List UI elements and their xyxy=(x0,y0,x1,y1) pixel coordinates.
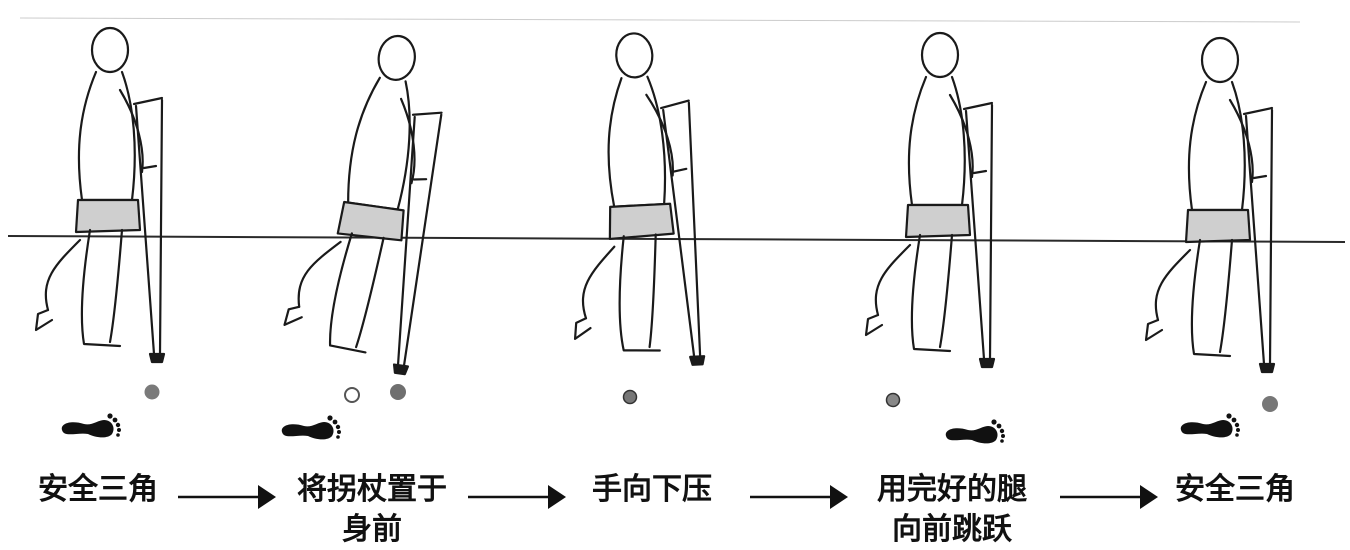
crutch-dot-icon xyxy=(1262,396,1278,412)
crutch-dot-icon xyxy=(390,384,406,400)
step-2-line-2: 身前 xyxy=(342,512,402,547)
step-4-label: 用完好的腿 向前跳跃 xyxy=(862,470,1042,550)
figure-step-2-icon xyxy=(278,24,455,376)
step-5-label: 安全三角 xyxy=(1165,470,1305,510)
crutch-dot-hollow-icon xyxy=(344,387,360,403)
step-3-label: 手向下压 xyxy=(582,470,722,510)
crutch-dot-icon xyxy=(622,389,638,405)
step-2-label: 将拐杖置于 身前 xyxy=(282,470,462,550)
arrow-right-icon xyxy=(748,483,850,511)
figure-step-1-icon xyxy=(34,26,166,364)
figure-step-5-icon xyxy=(1144,36,1276,374)
top-line xyxy=(19,17,1301,23)
step-1-label: 安全三角 xyxy=(28,470,168,510)
step-4-line-1: 用完好的腿 xyxy=(877,472,1027,507)
arrow-right-icon xyxy=(176,483,278,511)
step-2-line-1: 将拐杖置于 xyxy=(297,472,447,507)
arrow-right-icon xyxy=(1058,483,1160,511)
step-4-line-2: 向前跳跃 xyxy=(892,512,1012,547)
footprint-icon xyxy=(945,419,1005,444)
footprint-icon xyxy=(281,415,341,440)
floor-line xyxy=(7,235,1346,243)
figure-step-4-icon xyxy=(864,31,996,369)
arrow-right-icon xyxy=(466,483,568,511)
footprint-icon xyxy=(1180,413,1240,438)
step-1-line-1: 安全三角 xyxy=(38,472,158,507)
step-5-line-1: 安全三角 xyxy=(1175,472,1295,507)
crutch-dot-icon xyxy=(885,392,901,408)
footprint-icon xyxy=(61,413,121,438)
figure-step-3-icon xyxy=(558,29,706,372)
step-3-line-1: 手向下压 xyxy=(592,472,712,507)
crutch-dot-icon xyxy=(144,384,160,400)
